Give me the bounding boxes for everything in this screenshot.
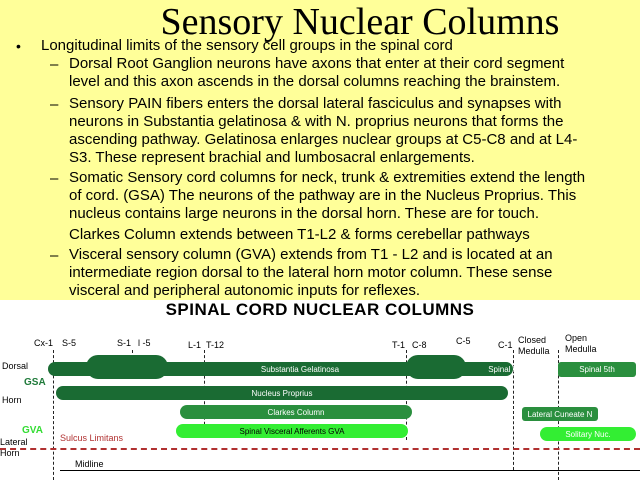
label-gva: GVA (22, 425, 43, 436)
segment-t12: T-12 (206, 340, 225, 350)
gelatinosa-label: Substantia Gelatinosa (260, 364, 340, 374)
sulcus-limitans-line (0, 448, 640, 450)
segment-c5: C-5 (456, 336, 471, 346)
boundary-line (513, 350, 514, 470)
segment-s5: S-5 (62, 338, 77, 348)
subpoint-4-line-2: intermediate region dorsal to the latera… (69, 264, 553, 281)
visceral-afferents-bar: Spinal Visceral Afferents GVA (176, 424, 408, 438)
segment-cx1: Cx-1 (34, 338, 54, 348)
diagram-title: SPINAL CORD NUCLEAR COLUMNS (165, 300, 475, 319)
solitary-nucleus-bar: Solitary Nuc. (540, 427, 636, 441)
label-midline: Midline (75, 459, 104, 469)
subpoint-2-line-4: S3. These represent brachial and lumbosa… (69, 149, 475, 166)
dash-marker: – (50, 170, 59, 187)
segment-open-medulla: Open Medulla (565, 333, 597, 354)
lumbosacral-enlargement (86, 355, 168, 379)
label-sulcus-limitans: Sulcus Limitans (60, 433, 124, 443)
label-dorsal: Dorsal (2, 361, 29, 371)
subpoint-2-line-2: neurons in Substantia gelatinosa & with … (69, 113, 564, 130)
nucleus-proprius-bar: Nucleus Proprius (56, 386, 508, 400)
main-bullet: Longitudinal limits of the sensory cell … (41, 37, 453, 54)
segment-t1: T-1 (392, 340, 406, 350)
dash-marker: – (50, 56, 59, 73)
dash-marker: – (50, 96, 59, 113)
subpoint-1-line-2: level and this axon ascends in the dorsa… (69, 73, 561, 90)
subpoint-3-line-4: Clarkes Column extends between T1-L2 & f… (69, 226, 530, 243)
subpoint-3-line-3: nucleus contains large neurons in the do… (69, 205, 540, 222)
segment-l5: l -5 (138, 338, 151, 348)
label-horn: Horn (2, 395, 22, 405)
subpoint-4-line-1: Visceral sensory column (GVA) extends fr… (69, 246, 553, 263)
subpoint-4-line-3: visceral and peripheral autonomic inputs… (69, 282, 421, 299)
lateral-cuneate-bar: Lateral Cuneate N (522, 407, 598, 421)
subpoint-2-line-1: Sensory PAIN fibers enters the dorsal la… (69, 95, 562, 112)
segment-closed-medulla: Closed Medulla (518, 335, 550, 356)
label-lateral: Lateral (0, 437, 28, 447)
page-title: Sensory Nuclear Columns (160, 1, 560, 43)
subpoint-1-line-1: Dorsal Root Ganglion neurons have axons … (69, 55, 565, 72)
segment-s1: S-1 (117, 338, 132, 348)
dash-marker: – (50, 247, 59, 264)
slide-text-area: Sensory Nuclear Columns • Longitudinal l… (0, 0, 640, 300)
bullet-dot: • (16, 38, 21, 54)
spinal-5th-label: Spinal 5th (488, 364, 524, 374)
subpoint-3-line-2: of cord. (GSA) The neurons of the pathwa… (69, 187, 577, 204)
segment-c1: C-1 (498, 340, 513, 350)
label-lateral-horn: Horn (0, 448, 20, 458)
subpoint-3-line-1: Somatic Sensory cord columns for neck, t… (69, 169, 586, 186)
midline-line (60, 470, 640, 471)
boundary-line (53, 350, 54, 480)
brachial-enlargement (406, 355, 466, 379)
spinal-5th-medulla-bar: Spinal 5th (558, 362, 636, 377)
segment-l1: L-1 (188, 340, 202, 350)
subpoint-2-line-3: ascending pathway. Gelatinosa enlarges n… (69, 131, 578, 148)
segment-c8: C-8 (412, 340, 427, 350)
clarkes-column-bar: Clarkes Column (180, 405, 412, 419)
spinal-cord-diagram: SPINAL CORD NUCLEAR COLUMNS Cx-1 S-5 S-1… (0, 300, 640, 480)
label-gsa: GSA (24, 377, 46, 388)
